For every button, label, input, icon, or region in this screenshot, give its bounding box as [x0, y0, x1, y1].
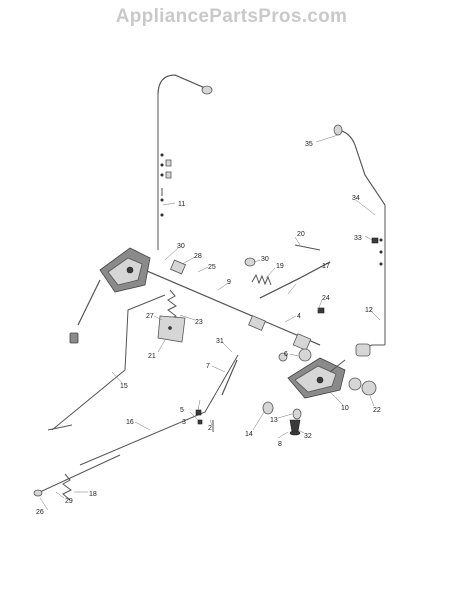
callout-32: 32: [304, 433, 312, 440]
callout-16: 16: [126, 419, 134, 426]
callout-13: 13: [270, 417, 278, 424]
springs: [62, 273, 272, 501]
callout-27: 27: [146, 313, 154, 320]
callout-labels: 35 34 33 11 30 28 25 20 30 19 9 17 24 4 …: [36, 141, 381, 516]
bracket-21: [157, 315, 186, 343]
callout-29: 29: [65, 498, 73, 505]
callout-20: 20: [297, 231, 305, 238]
callout-11: 11: [178, 201, 185, 208]
callout-7: 7: [206, 363, 210, 370]
callout-4: 4: [297, 313, 301, 320]
watermark-text: AppliancePartsPros.com: [115, 6, 348, 27]
callout-23: 23: [195, 319, 203, 326]
callout-30-upper-left: 30: [177, 243, 185, 250]
callout-18: 18: [89, 491, 97, 498]
hardware: [33, 188, 379, 497]
arm-17: [259, 244, 331, 299]
callout-28: 28: [194, 253, 202, 260]
callout-22: 22: [373, 407, 381, 414]
callout-6: 6: [284, 351, 288, 358]
callout-30-right: 30: [261, 256, 269, 263]
callout-21: 21: [148, 353, 156, 360]
callout-12: 12: [365, 307, 373, 314]
left-control-lever: [157, 74, 213, 250]
callout-8: 8: [278, 441, 282, 448]
callout-9: 9: [227, 279, 231, 286]
callout-5: 5: [180, 407, 184, 414]
cross-shaft: [139, 259, 321, 351]
left-pivot-bracket: [69, 247, 151, 344]
callout-17: 17: [322, 263, 330, 270]
callout-25: 25: [208, 264, 216, 271]
linkage-rods: [39, 294, 239, 493]
callout-31: 31: [216, 338, 224, 345]
link-7: [221, 359, 238, 396]
right-pivot-bracket: [287, 357, 346, 399]
callout-3: 3: [182, 419, 186, 426]
callout-35: 35: [305, 141, 313, 148]
callout-10: 10: [341, 405, 349, 412]
callout-19: 19: [276, 263, 284, 270]
callout-2: 2: [208, 425, 212, 432]
callout-33: 33: [354, 235, 362, 242]
right-control-lever: [333, 124, 386, 357]
leader-lines: [39, 134, 381, 511]
callout-14: 14: [245, 431, 253, 438]
callout-15: 15: [120, 383, 128, 390]
callout-26: 26: [36, 509, 44, 516]
callout-24: 24: [322, 295, 330, 302]
callout-34: 34: [352, 195, 360, 202]
